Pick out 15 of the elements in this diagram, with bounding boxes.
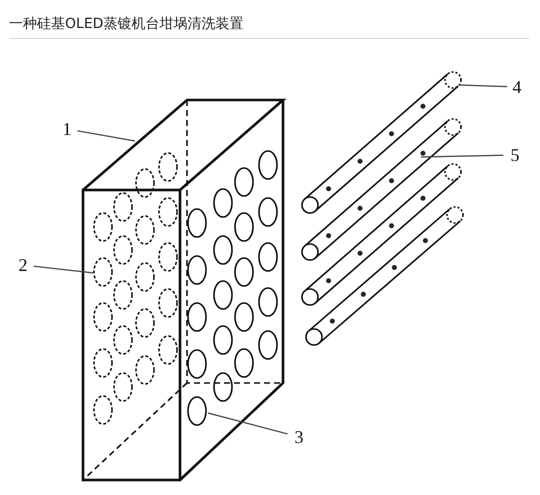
callout-number: 1 (60, 118, 74, 140)
callout-number: 2 (16, 254, 30, 276)
crucible-frame-drawing (82, 98, 286, 482)
leader-line (420, 154, 504, 158)
pipe-end (444, 71, 462, 89)
callout-number: 3 (292, 426, 306, 448)
leader-line (208, 412, 288, 435)
title: 一种硅基OLED蒸镀机台坩埚清洗装置 (9, 15, 244, 34)
spray-nozzle (420, 150, 426, 156)
callout-number: 5 (508, 144, 522, 166)
dashed-hole (93, 257, 113, 287)
leader-line (77, 130, 136, 142)
callout-number: 4 (510, 76, 524, 98)
leader-line (458, 84, 508, 88)
hole (187, 396, 207, 426)
